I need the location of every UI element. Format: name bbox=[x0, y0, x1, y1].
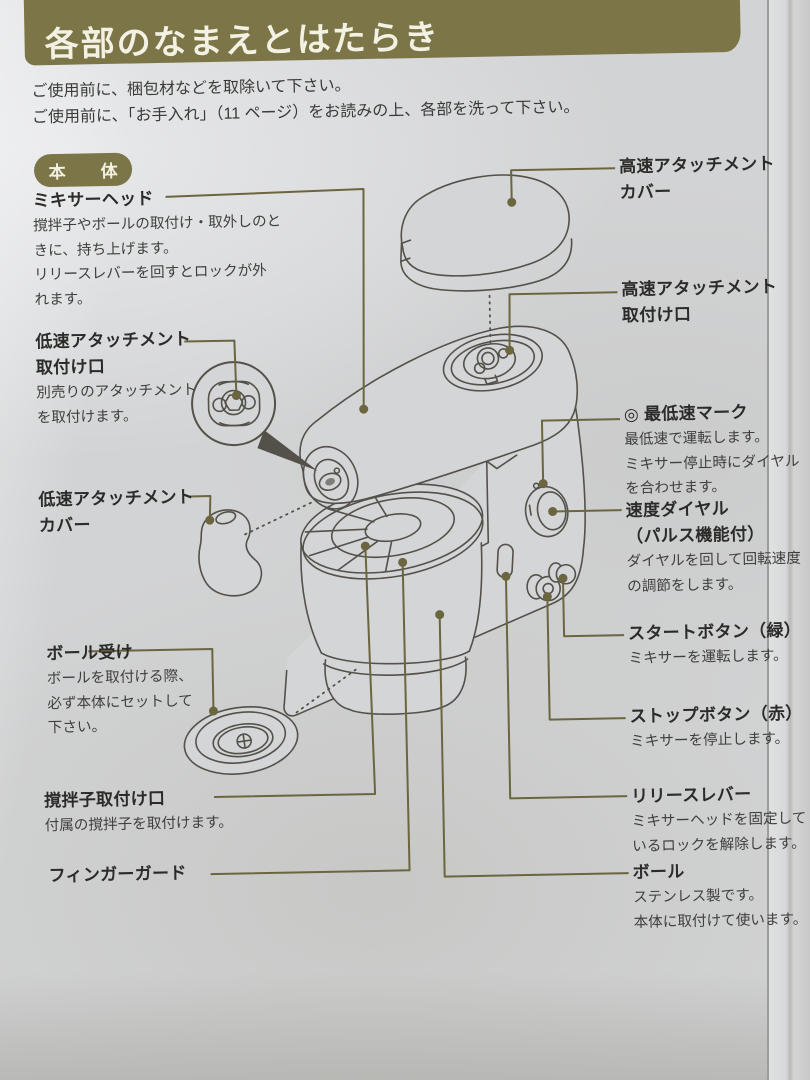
label-min-speed-mark: ◎ 最低速マーク 最低速で運転します。 ミキサー停止時にダイヤル を合わせます。 bbox=[624, 399, 810, 502]
finger-guard-drawing bbox=[304, 490, 456, 573]
part-desc: ボールを取付ける際、 必ず本体にセットして 下さい。 bbox=[46, 668, 193, 737]
part-name: ストップボタン（赤） bbox=[629, 703, 803, 727]
part-name: ボール bbox=[632, 862, 685, 883]
label-bowl: ボール ステンレス製です。 本体に取付けて使います。 bbox=[632, 856, 810, 935]
bowl-receiver-drawing bbox=[183, 706, 299, 775]
part-name: スタートボタン（緑） bbox=[627, 620, 802, 644]
part-desc: ステンレス製です。 本体に取付けて使います。 bbox=[632, 887, 808, 931]
high-speed-port-drawing bbox=[442, 333, 543, 392]
part-desc: ミキサーヘッドを固定して いるロックを解除します。 bbox=[631, 810, 807, 855]
low-speed-port-detail-drawing bbox=[191, 361, 318, 471]
label-start-button: スタートボタン（緑） ミキサーを運転します。 bbox=[628, 617, 810, 671]
stop-button-drawing bbox=[526, 574, 561, 602]
dotted-connectors bbox=[244, 294, 492, 714]
part-desc: ミキサーを停止します。 bbox=[629, 730, 790, 751]
part-name: 取付け口 bbox=[621, 304, 692, 326]
label-low-speed-port: 低速アタッチメント 取付け口 別売りのアタッチメント を取付けます。 bbox=[35, 324, 337, 431]
label-release-lever: リリースレバー ミキサーヘッドを固定して いるロックを解除します。 bbox=[631, 780, 810, 859]
label-mixer-head: ミキサーヘッド 撹拌子やボールの取付け・取外しのと きに、持ち上げます。 リリー… bbox=[32, 183, 334, 313]
leader-dots bbox=[205, 197, 568, 716]
label-low-speed-cover: 低速アタッチメント カバー bbox=[38, 482, 339, 540]
part-desc: 撹拌子やボールの取付け・取外しのと きに、持ち上げます。 リリースレバーを回すと… bbox=[32, 213, 282, 309]
part-name: リリースレバー bbox=[631, 784, 752, 807]
label-stop-button: ストップボタン（赤） ミキサーを停止します。 bbox=[629, 700, 810, 754]
label-beater-port: 撹拌子取付け口 付属の撹拌子を取付けます。 bbox=[44, 783, 345, 839]
part-desc: 最低速で運転します。 ミキサー停止時にダイヤル を合わせます。 bbox=[624, 429, 800, 498]
low-speed-outlet-drawing bbox=[302, 446, 359, 510]
part-name: （パルス機能付） bbox=[626, 524, 765, 547]
part-name: 高速アタッチメント bbox=[621, 277, 778, 300]
leader-lines bbox=[88, 167, 629, 878]
part-desc: ミキサーを運転します。 bbox=[628, 648, 788, 668]
high-speed-cover-drawing bbox=[400, 174, 573, 292]
label-speed-dial: 速度ダイヤル （パルス機能付） ダイヤルを回して回転速度 の調節をします。 bbox=[625, 495, 810, 600]
part-name: カバー bbox=[619, 182, 672, 203]
part-desc: 別売りのアタッチメント を取付けます。 bbox=[36, 382, 198, 426]
part-name: 高速アタッチメント bbox=[618, 154, 775, 177]
label-high-speed-cover: 高速アタッチメント カバー bbox=[619, 151, 806, 207]
label-high-speed-port: 高速アタッチメント 取付け口 bbox=[621, 274, 808, 330]
part-name: 速度ダイヤル bbox=[625, 499, 730, 521]
page-edge bbox=[767, 0, 810, 1080]
part-desc: ダイヤルを回して回転速度 の調節をします。 bbox=[626, 550, 802, 595]
part-name: ◎ 最低速マーク bbox=[623, 402, 748, 425]
label-bowl-receiver: ボール受け ボールを取付ける際、 必ず本体にセットして 下さい。 bbox=[46, 635, 348, 741]
low-speed-cover-drawing bbox=[198, 509, 263, 597]
speed-dial-drawing bbox=[524, 482, 569, 538]
